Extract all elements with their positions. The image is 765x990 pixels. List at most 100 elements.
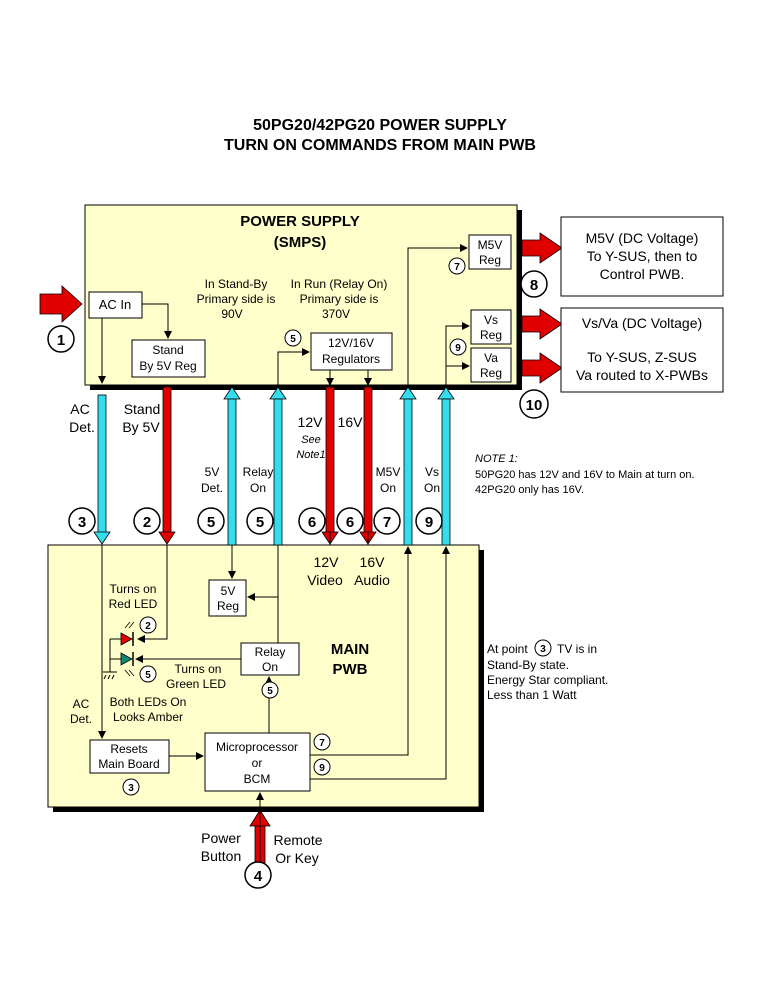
note1-title: NOTE 1: <box>475 453 518 465</box>
svg-text:1: 1 <box>57 332 65 349</box>
m5v-output-box <box>560 216 724 297</box>
title-line-1: 50PG20/42PG20 POWER SUPPLY <box>253 117 507 134</box>
run-note-line2: Primary side is <box>300 292 379 306</box>
resets-line2: Main Board <box>98 757 159 771</box>
v5-reg-box <box>208 579 247 617</box>
svg-text:3: 3 <box>128 783 134 794</box>
v5-reg-line2: Reg <box>217 599 239 613</box>
standby-label-line2: By 5V <box>122 419 160 435</box>
audio-label-line2: Audio <box>354 572 390 588</box>
step-marker: 2 <box>133 507 161 535</box>
m5v-reg-box <box>468 234 512 270</box>
vs-on-arrow <box>437 386 455 546</box>
m5v-on-arrow <box>399 386 417 546</box>
ac-in-label: AC In <box>99 297 132 312</box>
v5-det-label-line2: Det. <box>201 481 223 495</box>
step-marker: 3 <box>122 778 140 796</box>
m5v-output-line1: M5V (DC Voltage) <box>586 230 699 246</box>
power-supply-subtitle: (SMPS) <box>274 234 327 251</box>
ac-det-label-line1: AC <box>70 401 89 417</box>
svg-text:9: 9 <box>455 343 461 354</box>
micro-line2: or <box>252 756 263 770</box>
pwb-ac-det-line1: AC <box>73 697 90 711</box>
relay-on-label-line2: On <box>250 481 266 495</box>
red-led-icon <box>110 621 135 646</box>
svg-text:2: 2 <box>143 514 151 531</box>
standby-reg-box <box>131 339 206 378</box>
v5-det-label-line1: 5V <box>205 465 220 479</box>
standby-reg-line1: Stand <box>152 343 183 357</box>
vs-reg-box <box>470 309 512 345</box>
m5v-reg-line2: Reg <box>479 253 501 267</box>
svg-text:4: 4 <box>254 868 263 885</box>
m5v-on-label-line2: On <box>380 481 396 495</box>
turns-on-red-line2: Red LED <box>109 597 158 611</box>
step-marker: 3 <box>534 639 552 657</box>
step-marker: 7 <box>373 507 401 535</box>
step-marker: 9 <box>313 758 331 776</box>
note1-line2: 42PG20 only has 16V. <box>475 484 584 496</box>
relay-on-label-line1: Relay <box>243 465 274 479</box>
v5-reg-line1: 5V <box>221 584 236 598</box>
m5v-output-arrow <box>521 232 563 264</box>
svg-text:5: 5 <box>207 514 215 531</box>
svg-text:5: 5 <box>290 334 296 345</box>
point3-note-line4: Less than 1 Watt <box>487 688 577 702</box>
standby-reg-line2: By 5V Reg <box>139 359 196 373</box>
relay-on-box-line1: Relay <box>255 645 286 659</box>
run-note-line1: In Run (Relay On) <box>291 277 388 291</box>
green-led-icon <box>110 652 135 677</box>
both-leds-line2: Looks Amber <box>113 710 183 724</box>
main-pwb-title: MAIN <box>331 641 369 658</box>
ac-in-box <box>88 291 143 319</box>
svg-text:3: 3 <box>78 514 86 531</box>
step-marker: 6 <box>336 507 364 535</box>
point3-note-line2: Stand-By state. <box>487 658 569 672</box>
power-button-line2: Button <box>201 848 241 864</box>
vs-reg-line1: Vs <box>484 313 498 327</box>
svg-text:5: 5 <box>267 686 273 697</box>
resets-line1: Resets <box>110 742 147 756</box>
relay-on-box-line2: On <box>262 660 278 674</box>
regulators-line2: Regulators <box>322 352 380 366</box>
step-marker: 5 <box>246 507 274 535</box>
power-supply-connectors <box>98 244 470 387</box>
svg-text:2: 2 <box>145 621 151 632</box>
both-leds-line1: Both LEDs On <box>110 695 187 709</box>
step-marker: 5 <box>261 681 279 699</box>
step-marker: 5 <box>139 665 157 683</box>
step-marker: 5 <box>284 329 302 347</box>
vs-reg-line2: Reg <box>480 328 502 342</box>
m5v-output-line2: To Y-SUS, then to <box>587 248 698 264</box>
m5v-on-label-line1: M5V <box>376 465 401 479</box>
vs-output-arrow <box>521 308 563 340</box>
vs-on-label-line2: On <box>424 481 440 495</box>
m5v-output-line3: Control PWB. <box>600 266 685 282</box>
v12-label: 12V <box>298 414 324 430</box>
svg-text:7: 7 <box>383 514 391 531</box>
step-marker: 3 <box>68 507 96 535</box>
step-marker: 9 <box>415 507 443 535</box>
standby-note-line2: Primary side is <box>197 292 276 306</box>
step-marker: 6 <box>298 507 326 535</box>
main-pwb-connectors <box>98 533 450 865</box>
point3-note-post: TV is in <box>557 642 597 656</box>
regulators-box <box>310 332 393 371</box>
title-line-2: TURN ON COMMANDS FROM MAIN PWB <box>224 137 536 154</box>
svg-text:5: 5 <box>256 514 264 531</box>
step-marker: 4 <box>244 861 272 889</box>
vsva-output-box <box>560 307 724 393</box>
turns-on-green-line1: Turns on <box>175 662 222 676</box>
svg-text:8: 8 <box>530 277 538 294</box>
svg-text:6: 6 <box>308 514 316 531</box>
note1-line1: 50PG20 has 12V and 16V to Main at turn o… <box>475 469 695 481</box>
svg-text:10: 10 <box>526 397 543 414</box>
run-note-line3: 370V <box>322 307 350 321</box>
audio-label-line1: 16V <box>360 554 386 570</box>
step-marker: 10 <box>519 389 549 419</box>
svg-text:9: 9 <box>425 514 433 531</box>
ground-icon <box>103 639 117 680</box>
v5-det-arrow <box>223 386 241 546</box>
micro-line3: BCM <box>244 772 271 786</box>
